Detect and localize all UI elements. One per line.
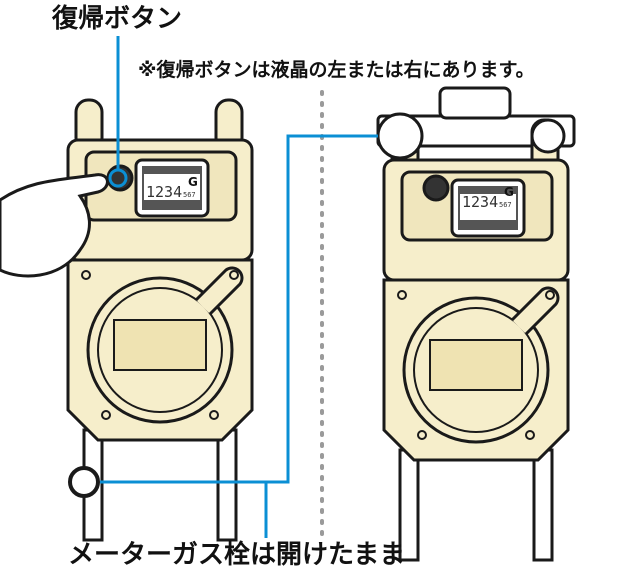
- valve-handle-icon: [68, 466, 100, 498]
- valve-leader-line: [100, 134, 378, 484]
- lcd-letter: G: [188, 175, 198, 189]
- meter-right: [376, 86, 576, 562]
- valve-knob-icon: [376, 112, 424, 160]
- lcd-digits: 1234: [146, 183, 182, 201]
- lcd-digits: 1234: [462, 193, 498, 211]
- valve-label: メーターガス栓は開けたまま: [68, 540, 406, 570]
- hand-icon: [0, 173, 109, 278]
- lcd-small-digits: 567: [499, 201, 512, 209]
- reset-button-label: 復帰ボタン: [52, 4, 183, 34]
- note-text: ※復帰ボタンは液晶の左または右にあります。: [138, 59, 535, 81]
- reset-button-icon: [422, 174, 450, 202]
- lcd-letter: G: [504, 185, 514, 199]
- lcd-small-digits: 567: [183, 191, 196, 199]
- pipe-cap-icon: [530, 118, 566, 154]
